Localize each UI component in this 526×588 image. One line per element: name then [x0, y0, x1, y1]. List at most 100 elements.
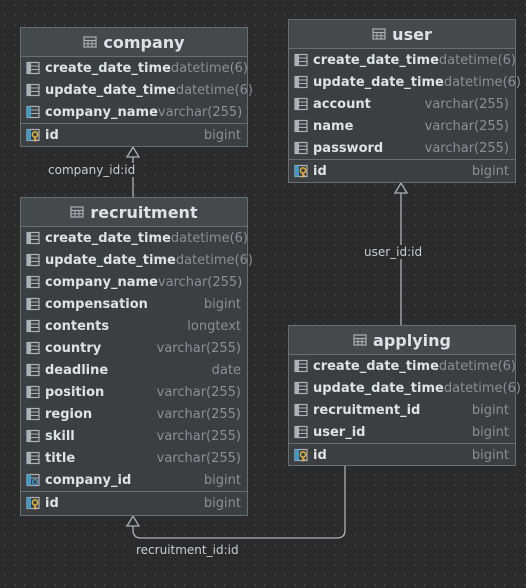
column-row[interactable]: deadline date [21, 359, 247, 381]
column-name: id [45, 127, 59, 143]
column-icon [26, 297, 40, 311]
column-icon [294, 403, 308, 417]
column-name: company_name [45, 104, 158, 120]
column-type: datetime(6) [175, 82, 253, 98]
column-icon [294, 425, 308, 439]
relation-label-recruitment: recruitment_id:id [135, 543, 240, 557]
column-icon [294, 359, 308, 373]
column-type: bigint [203, 127, 241, 143]
column-name: update_date_time [313, 74, 444, 90]
column-row[interactable]: name varchar(255) [289, 115, 515, 137]
table-icon [353, 334, 367, 346]
column-icon [26, 319, 40, 333]
arrow-head-company [125, 145, 141, 158]
column-icon [26, 83, 40, 97]
column-name: update_date_time [313, 380, 444, 396]
column-icon [294, 97, 308, 111]
column-type: datetime(6) [438, 358, 516, 374]
table-header[interactable]: applying [289, 326, 515, 355]
column-type: varchar(255) [156, 406, 241, 422]
column-name: update_date_time [45, 252, 176, 268]
column-icon [26, 407, 40, 421]
column-name: create_date_time [313, 358, 439, 374]
column-name: account [313, 96, 371, 112]
column-type: bigint [203, 296, 241, 312]
table-icon [83, 36, 97, 48]
primary-key-row[interactable]: id bigint [21, 491, 247, 514]
column-row[interactable]: position varchar(255) [21, 381, 247, 403]
column-type: datetime(6) [438, 52, 516, 68]
column-type: varchar(255) [157, 274, 243, 290]
column-name: password [313, 140, 384, 156]
table-header[interactable]: company [21, 28, 247, 57]
column-row[interactable]: compensation bigint [21, 293, 247, 315]
column-type: longtext [187, 318, 241, 334]
column-type: bigint [471, 447, 509, 463]
table-header[interactable]: user [289, 20, 515, 49]
column-icon [26, 451, 40, 465]
column-name: position [45, 384, 105, 400]
primary-key-row[interactable]: id bigint [21, 123, 247, 146]
column-name: create_date_time [313, 52, 439, 68]
indexed-column-icon [26, 105, 40, 119]
primary-key-row[interactable]: id bigint [289, 443, 515, 466]
column-icon [294, 119, 308, 133]
column-type: datetime(6) [170, 60, 248, 76]
column-name: id [313, 447, 327, 463]
column-type: varchar(255) [156, 428, 241, 444]
table-icon [70, 206, 84, 218]
column-name: user_id [313, 424, 366, 440]
column-type: date [211, 362, 241, 378]
column-icon [26, 429, 40, 443]
column-name: deadline [45, 362, 109, 378]
column-type: bigint [471, 163, 509, 179]
column-name: name [313, 118, 354, 134]
column-type: varchar(255) [156, 450, 241, 466]
column-type: varchar(255) [156, 340, 241, 356]
column-type: varchar(255) [156, 384, 241, 400]
column-icon [26, 275, 40, 289]
column-name: compensation [45, 296, 148, 312]
relation-line-recruitment [132, 466, 346, 539]
column-type: varchar(255) [424, 118, 509, 134]
column-type: bigint [203, 472, 241, 488]
column-type: datetime(6) [443, 380, 521, 396]
column-icon [26, 253, 40, 267]
foreign-key-icon [26, 473, 40, 487]
relation-label-company: company_id:id [47, 163, 137, 177]
arrow-head-recruitment [125, 514, 141, 527]
table-title: user [392, 24, 432, 44]
arrow-head-user [393, 181, 409, 194]
table-header[interactable]: recruitment [21, 198, 247, 227]
column-type: bigint [203, 495, 241, 511]
column-name: id [45, 495, 59, 511]
primary-key-icon [294, 448, 308, 462]
